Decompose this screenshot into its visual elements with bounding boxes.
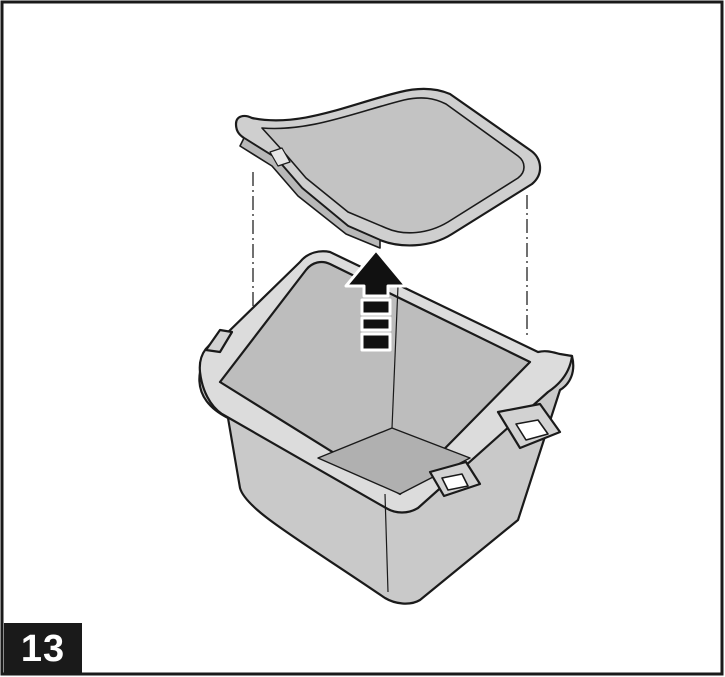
basket-side-line (384, 493, 389, 593)
arrow-head (344, 248, 408, 298)
lift-arrow (344, 248, 408, 352)
basket-handle-right-slot (515, 419, 549, 441)
basket-inner-edge (391, 285, 399, 429)
tray-lid-notch (269, 147, 291, 167)
arrow-bar-1 (360, 298, 392, 316)
basket (198, 250, 575, 605)
tray-lid (234, 87, 542, 249)
tray-lid-inner (261, 97, 525, 234)
arrow-bar-2 (360, 316, 392, 332)
step-number: 13 (20, 627, 66, 670)
basket-cavity (218, 260, 532, 496)
step-number-badge: 13 (4, 623, 82, 675)
tray-lid-side (239, 137, 381, 249)
basket-handle-front-slot (441, 473, 469, 491)
arrow-bar-3 (360, 332, 392, 352)
basket-lip-left (204, 328, 234, 354)
